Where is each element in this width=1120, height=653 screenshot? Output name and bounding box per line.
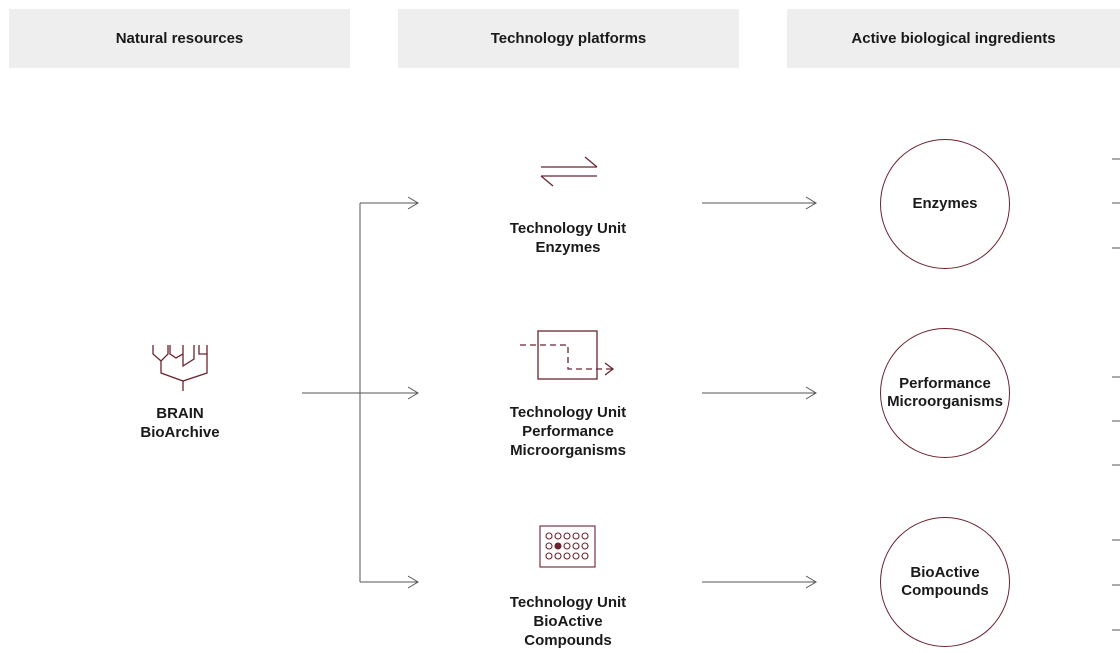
source-connector — [302, 196, 419, 589]
header-natural-resources: Natural resources — [9, 9, 350, 68]
unit-performance-line3: Microorganisms — [510, 442, 626, 459]
unit-bioactive-line3: Compounds — [524, 632, 612, 649]
unit-enzymes-line2: Enzymes — [535, 239, 601, 256]
arrow-performance — [702, 386, 817, 400]
unit-performance-line1: Technology Unit — [509, 404, 627, 421]
unit-bioactive-line1: Technology Unit — [509, 594, 627, 611]
arrow-bioactive — [702, 575, 817, 589]
ingredient-performance-circle: Performance Microorganisms — [880, 328, 1010, 458]
bioarchive-label-line2: BioArchive — [140, 424, 220, 441]
unit-performance-line2: Performance — [522, 423, 614, 440]
ingredient-bioactive-circle: BioActive Compounds — [880, 517, 1010, 647]
exchange-arrows-icon — [540, 156, 598, 187]
well-plate-icon — [539, 525, 596, 568]
unit-performance-label: Technology Unit Performance Microorganis… — [478, 403, 658, 460]
header-technology-platforms: Technology platforms — [398, 9, 739, 68]
bioarchive-label-line1: BRAIN — [156, 405, 204, 422]
unit-bioactive-line2: BioActive — [533, 613, 603, 630]
ingredient-enzymes-circle: Enzymes — [880, 139, 1010, 269]
ingredient-bioactive-line1: BioActive — [910, 564, 980, 581]
ingredient-performance-line1: Performance — [899, 375, 991, 392]
tree-icon — [152, 345, 208, 391]
header-active-ingredients: Active biological ingredients — [787, 9, 1120, 68]
unit-bioactive-label: Technology Unit BioActive Compounds — [478, 593, 658, 650]
bioarchive-label: BRAIN BioArchive — [110, 404, 250, 442]
arrow-enzymes — [702, 196, 817, 210]
unit-enzymes-line1: Technology Unit — [509, 220, 627, 237]
outgoing-stubs — [1112, 158, 1120, 631]
flow-box-icon — [520, 330, 615, 380]
ingredient-enzymes-line1: Enzymes — [912, 195, 978, 212]
unit-enzymes-label: Technology Unit Enzymes — [478, 219, 658, 257]
ingredient-performance-line2: Microorganisms — [887, 393, 1003, 410]
ingredient-bioactive-line2: Compounds — [901, 582, 989, 599]
